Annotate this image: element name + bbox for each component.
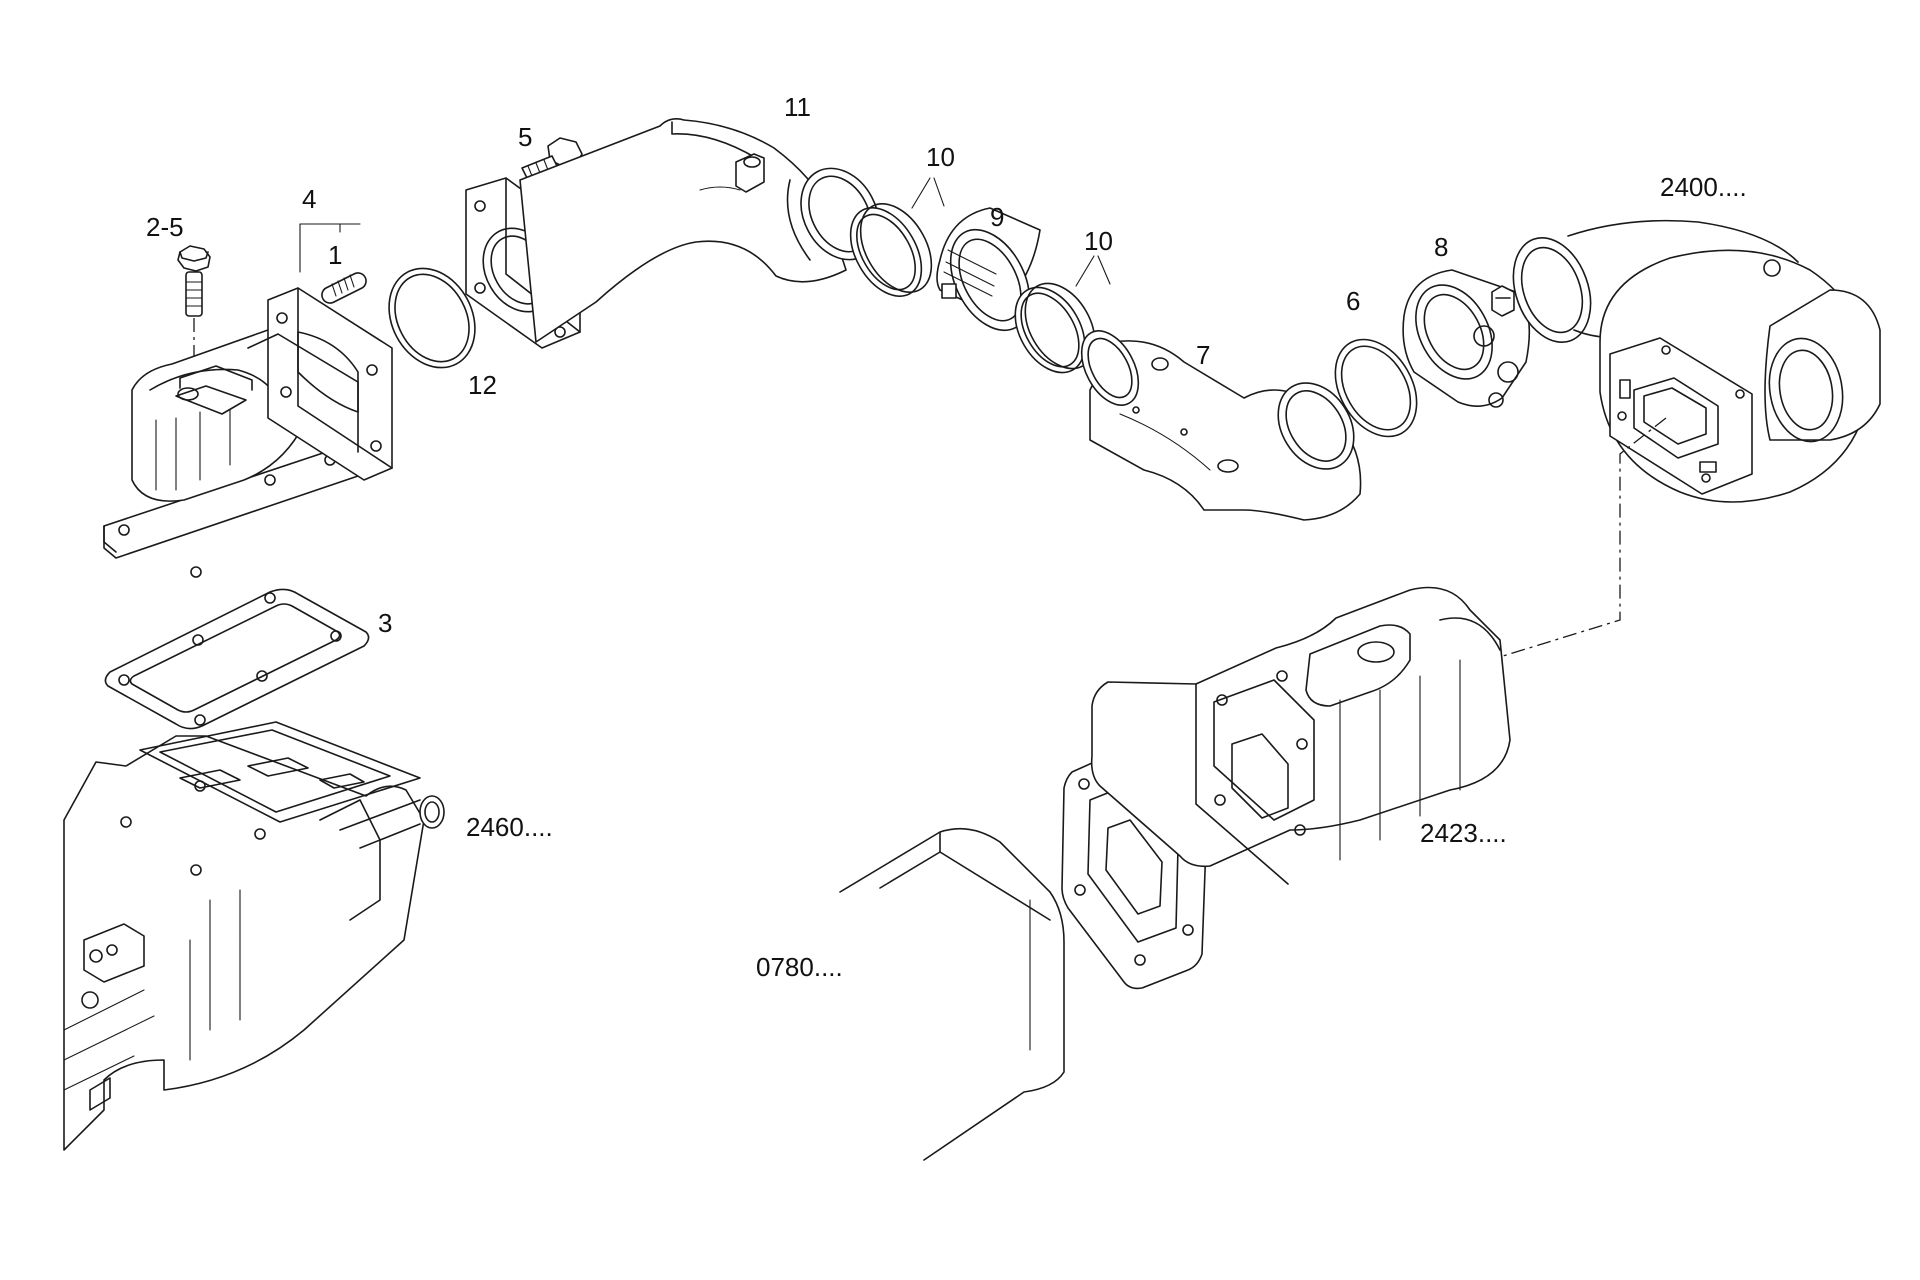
part-oring-6[interactable] [1319,325,1433,451]
label-0780: 0780.... [756,952,843,982]
label-2460: 2460.... [466,812,553,842]
part-labels: 1 2-5 3 4 5 6 7 8 9 10 10 11 12 2400....… [146,92,1747,982]
part-manifold-2423[interactable] [1090,586,1511,885]
label-7: 7 [1196,340,1210,370]
label-10a: 10 [926,142,955,172]
label-11: 11 [784,92,811,122]
part-rings-10b[interactable] [1001,255,1111,385]
part-oring-12[interactable] [372,253,491,382]
part-pipe-11[interactable] [465,118,894,349]
part-manifold-2460[interactable] [63,721,445,1151]
label-3: 3 [378,608,392,638]
part-gasket-3[interactable] [104,588,370,730]
part-pipe-7[interactable] [1070,321,1369,521]
part-elbow-housing-4[interactable] [103,223,393,578]
label-2-5: 2-5 [146,212,184,242]
label-10b: 10 [1084,226,1113,256]
label-6: 6 [1346,286,1360,316]
part-coupling-9[interactable] [935,207,1046,344]
part-turbocharger-2400[interactable] [1489,219,1881,661]
label-9: 9 [990,202,1004,232]
label-2400: 2400.... [1660,172,1747,202]
part-adapter-8[interactable] [1401,269,1531,408]
part-rings-10a[interactable] [836,177,946,309]
label-8: 8 [1434,232,1448,262]
part-engine-0780[interactable] [839,827,1065,1161]
part-plug-1[interactable] [321,272,367,304]
label-1: 1 [328,240,342,270]
label-5: 5 [518,122,532,152]
label-2423: 2423.... [1420,818,1507,848]
label-4: 4 [302,184,316,214]
label-12: 12 [468,370,497,400]
part-bolt-2-5[interactable] [177,245,211,388]
